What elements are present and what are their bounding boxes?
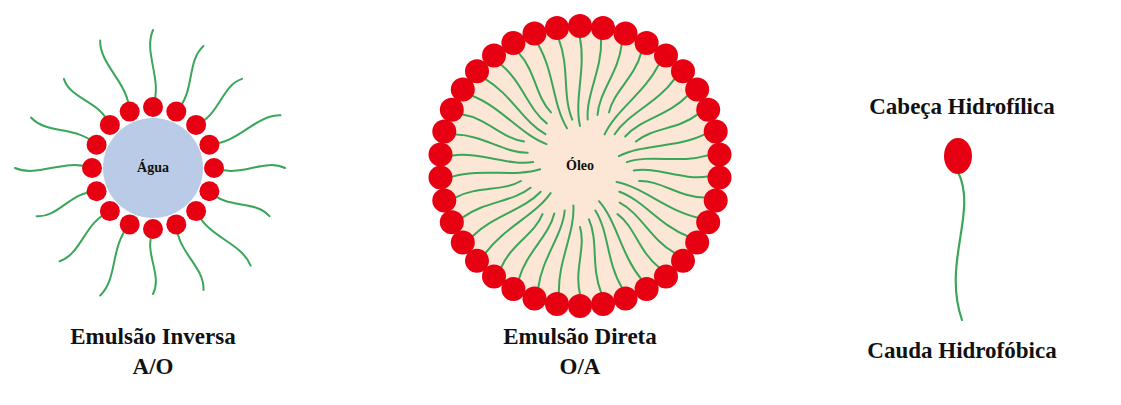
hydrophilic-head <box>591 292 615 316</box>
hydrophobic-tail <box>37 192 96 217</box>
hydrophobic-tail <box>620 203 675 253</box>
hydrophobic-tail <box>473 96 547 144</box>
hydrophilic-head <box>429 166 453 190</box>
hydrophilic-head <box>143 219 163 239</box>
hydrophilic-head <box>568 294 592 318</box>
oil-core: Óleo <box>455 41 705 291</box>
hydrophobic-tail <box>956 172 965 320</box>
part-label: Cauda Hidrofóbica <box>867 336 1056 366</box>
core-label: Água <box>135 160 171 176</box>
hydrophobic-tail <box>578 227 581 294</box>
hydrophobic-tail <box>634 170 708 178</box>
hydrophilic-head <box>568 14 592 38</box>
hydrophilic-head <box>523 22 547 46</box>
hydrophilic-head <box>523 286 547 310</box>
hydrophobic-tail <box>210 192 269 217</box>
hydrophobic-tail <box>100 41 129 111</box>
hydrophobic-tail <box>617 182 698 217</box>
hydrophilic-head <box>704 120 728 144</box>
hydrophobic-tail <box>15 165 91 171</box>
hydrophobic-tail <box>210 115 280 144</box>
hydrophobic-tail <box>619 192 687 236</box>
hydrophilic-head <box>614 22 638 46</box>
hydrophilic-head <box>545 292 569 316</box>
hydrophilic-head <box>166 214 186 234</box>
hydrophobic-tail <box>456 135 528 153</box>
hydrophobic-tail <box>197 212 251 266</box>
hydrophilic-head <box>120 214 140 234</box>
hydrophobic-tail <box>215 165 285 171</box>
hydrophilic-head <box>708 142 732 166</box>
hydrophobic-tail <box>605 65 659 134</box>
hydrophilic-head <box>100 201 120 221</box>
hydrophilic-head <box>696 98 720 122</box>
hydrophilic-head <box>199 181 219 201</box>
hydrophobic-tail <box>31 118 96 145</box>
hydrophobic-tail <box>64 79 109 124</box>
hydrophilic-head <box>704 188 728 212</box>
hydrophilic-head <box>204 158 224 178</box>
hydrophilic-head <box>696 210 720 234</box>
hydrophilic-head <box>944 138 972 174</box>
hydrophobic-tail <box>150 230 156 294</box>
hydrophilic-head <box>591 16 615 40</box>
hydrophilic-head <box>143 97 163 117</box>
hydrophobic-tail <box>177 46 204 111</box>
hydrophilic-head <box>429 142 453 166</box>
hydrophobic-tail <box>618 214 659 267</box>
hydrophilic-head <box>166 102 186 122</box>
hydrophobic-tail <box>456 181 521 197</box>
hydrophobic-tail <box>598 45 622 115</box>
hydrophobic-tail <box>197 79 242 124</box>
hydrophilic-head <box>186 201 206 221</box>
hydrophilic-head <box>685 77 709 101</box>
hydrophilic-head <box>87 181 107 201</box>
hydrophobic-tail <box>463 115 524 142</box>
hydrophobic-tail <box>627 155 708 162</box>
hydrophilic-head <box>432 188 456 212</box>
hydrophilic-head <box>451 231 475 255</box>
part-label: Cabeça Hidrofílica <box>869 92 1054 122</box>
hydrophobic-tail <box>452 155 533 163</box>
hydrophobic-tail <box>615 79 675 134</box>
hydrophobic-tail <box>100 225 129 295</box>
oil-droplet <box>442 28 718 304</box>
hydrophilic-head <box>708 166 732 190</box>
hydrophobic-tail <box>589 219 601 292</box>
hydrophilic-head <box>120 102 140 122</box>
hydrophobic-tail <box>60 212 109 261</box>
hydrophilic-head <box>100 115 120 135</box>
core-label: Óleo <box>564 158 596 174</box>
hydrophilic-head <box>199 135 219 155</box>
hydrophobic-tail <box>636 115 697 142</box>
water-core: Água <box>105 120 201 216</box>
hydrophilic-head <box>635 277 659 301</box>
hydrophobic-tail <box>177 225 204 290</box>
hydrophilic-head <box>87 135 107 155</box>
hydrophobic-tail <box>609 53 641 112</box>
hydrophilic-head <box>186 115 206 135</box>
hydrophilic-head <box>440 98 464 122</box>
hydrophilic-head <box>614 286 638 310</box>
hydrophobic-tail <box>501 214 542 267</box>
hydrophobic-tail <box>559 40 572 120</box>
hydrophilic-head <box>432 120 456 144</box>
hydrophobic-tail <box>595 211 621 288</box>
hydrophobic-tail <box>578 38 581 126</box>
emulsion-caption: Emulsão Direta O/A <box>480 322 680 382</box>
hydrophobic-tail <box>559 206 574 293</box>
hydrophilic-head <box>440 210 464 234</box>
hydrophilic-head <box>501 31 525 55</box>
emulsion-caption: Emulsão Inversa A/O <box>53 322 253 382</box>
hydrophobic-tail <box>619 135 704 157</box>
hydrophilic-head <box>545 16 569 40</box>
water-droplet <box>103 118 203 218</box>
hydrophobic-tail <box>150 30 156 106</box>
hydrophilic-head <box>82 158 102 178</box>
hydrophobic-tail <box>452 169 540 176</box>
